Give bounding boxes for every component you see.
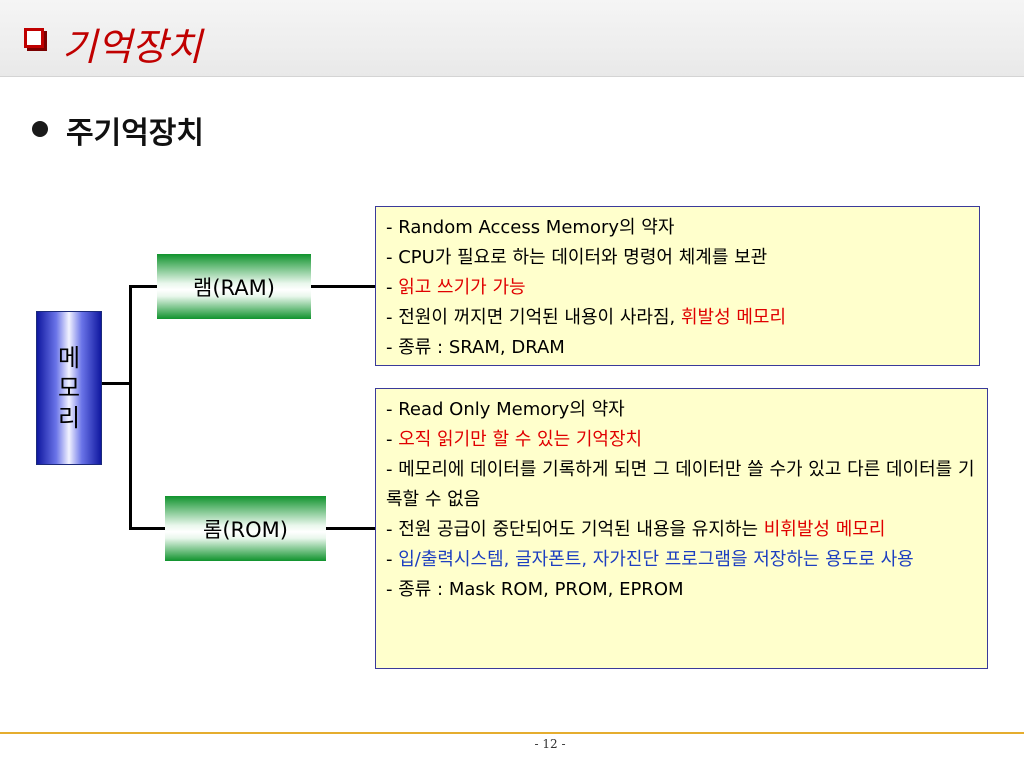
ram-branch-line [129,285,157,288]
ram-desc-line: - 전원이 꺼지면 기억된 내용이 사라짐, 휘발성 메모리 [386,303,969,333]
rom-desc-prefix: - [386,549,399,570]
rom-node: 롬(ROM) [165,496,326,561]
root-connector-line [102,382,131,385]
rom-desc-line: - 오직 읽기만 할 수 있는 기억장치 [386,425,977,455]
section-title: 주기억장치 [66,116,204,151]
page-number: - 12 - [534,737,566,751]
footer-line [0,732,1024,734]
ram-desc-connector-line [311,285,375,288]
ram-desc-line: - Random Access Memory의 약자 [386,217,675,238]
checkbox-square-icon [24,28,44,48]
ram-desc-line: - CPU가 필요로 하는 데이터와 명령어 체계를 보관 [386,247,768,268]
rom-branch-line [129,527,165,530]
ram-desc-highlight: 휘발성 메모리 [680,307,787,328]
rom-desc-prefix: - 전원 공급이 중단되어도 기억된 내용을 유지하는 [386,519,764,540]
page-title: 기억장치 [62,25,202,69]
rom-desc-line: - 종류 : Mask ROM, PROM, EPROM [386,579,684,600]
rom-desc-prefix: - [386,429,399,450]
ram-desc-line: - 종류 : SRAM, DRAM [386,337,565,358]
memory-root-box: 메모리 [36,311,102,465]
rom-desc-connector-line [326,527,375,530]
ram-desc-prefix: - [386,277,399,298]
rom-desc-line: - Read Only Memory의 약자 [386,399,625,420]
filled-circle-bullet-icon [32,121,48,137]
rom-desc-highlight: 비휘발성 메모리 [763,519,886,540]
rom-desc-line: - 입/출력시스템, 글자폰트, 자가진단 프로그램을 저장하는 용도로 사용 [386,545,977,575]
memory-root-label: 메모리 [57,344,81,432]
vertical-trunk-line [129,285,132,529]
rom-desc-highlight: 입/출력시스템, 글자폰트, 자가진단 프로그램을 저장하는 용도로 사용 [398,549,914,570]
ram-desc-line: - 읽고 쓰기가 가능 [386,273,969,303]
rom-desc-highlight: 오직 읽기만 할 수 있는 기억장치 [398,429,643,450]
rom-desc-line: - 메모리에 데이터를 기록하게 되면 그 데이터만 쓸 수가 있고 다른 데이… [386,459,975,510]
rom-node-label: 롬(ROM) [203,517,288,542]
ram-desc-highlight: 읽고 쓰기가 가능 [398,277,526,298]
rom-description-box: - Read Only Memory의 약자 - 오직 읽기만 할 수 있는 기… [375,388,988,669]
ram-desc-prefix: - 전원이 꺼지면 기억된 내용이 사라짐, [386,307,681,328]
rom-desc-line: - 전원 공급이 중단되어도 기억된 내용을 유지하는 비휘발성 메모리 [386,515,977,545]
ram-node: 램(RAM) [157,254,311,319]
ram-description-box: - Random Access Memory의 약자 - CPU가 필요로 하는… [375,206,980,366]
ram-node-label: 램(RAM) [193,275,275,300]
title-band: 기억장치 [0,0,1024,77]
